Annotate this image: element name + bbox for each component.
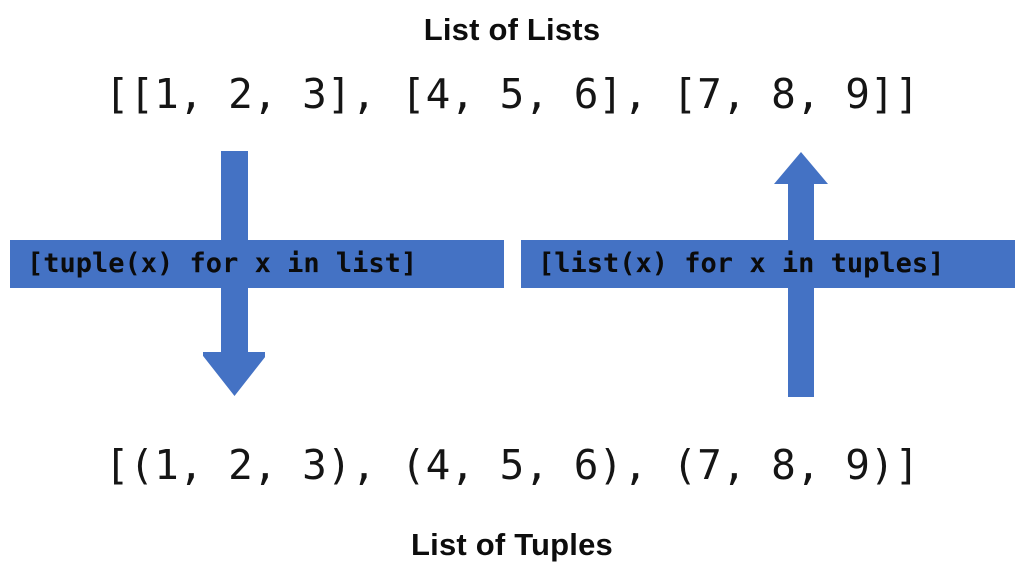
transform-bar-list-to-tuple[interactable]: [tuple(x) for x in list] <box>10 240 504 288</box>
transform-label-list-to-tuple: [tuple(x) for x in list] <box>27 248 418 279</box>
code-literal-list-of-tuples: [(1, 2, 3), (4, 5, 6), (7, 8, 9)] <box>104 441 920 489</box>
page-title-top: List of Lists <box>423 12 601 47</box>
transform-label-tuple-to-list: [list(x) for x in tuples] <box>538 248 945 279</box>
transform-bar-tuple-to-list[interactable]: [list(x) for x in tuples] <box>521 240 1015 288</box>
page-title-bottom: List of Tuples <box>411 527 613 562</box>
code-literal-list-of-lists: [[1, 2, 3], [4, 5, 6], [7, 8, 9]] <box>104 70 920 118</box>
